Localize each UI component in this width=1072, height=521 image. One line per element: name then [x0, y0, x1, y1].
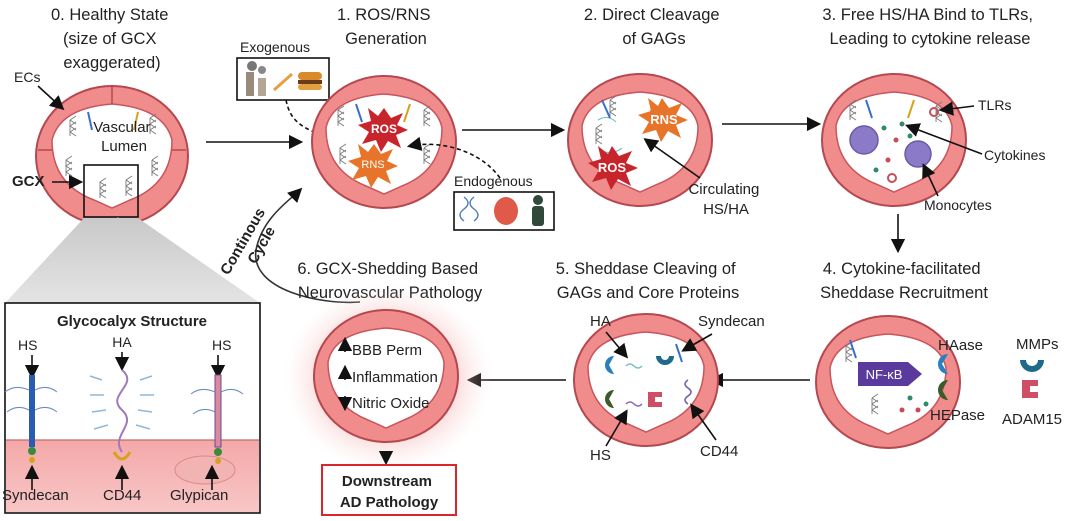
- monocyte-2: [904, 140, 932, 168]
- haase-label: HAase: [938, 337, 983, 354]
- monocyte-1: [849, 125, 879, 155]
- ecs-label: ECs: [14, 69, 40, 85]
- panel-3-tlr-binding: 3. Free HS/HA Bind to TLRs, Leading to c…: [821, 6, 1045, 213]
- endogenous-label: Endogenous: [454, 173, 533, 189]
- hepase-label: HEPase: [930, 407, 985, 424]
- cytokines-label: Cytokines: [984, 147, 1045, 163]
- hepase-icon: [938, 380, 948, 400]
- rns-label-1: RNS: [361, 159, 384, 171]
- tlr-receptor: [929, 107, 939, 117]
- effect-bbb-perm: BBB Perm: [352, 342, 422, 359]
- structure-hs-right-label: HS: [212, 337, 231, 353]
- panel-4-sheddase-recruitment: 4. Cytokine-facilitated Sheddase Recruit…: [815, 260, 1062, 449]
- effect-nitric-oxide: Nitric Oxide: [352, 395, 430, 412]
- panel-5-title: 5. Sheddase Cleaving of GAGs and Core Pr…: [556, 260, 740, 302]
- glycocalyx-structure-box: Glycocalyx Structure HS HA HS: [4, 302, 261, 514]
- rns-burst-2: [638, 98, 688, 142]
- glycocalyx-structure-title: Glycocalyx Structure: [57, 313, 207, 330]
- ros-label-2: ROS: [598, 160, 627, 175]
- rns-burst-1: [348, 144, 398, 188]
- ros-burst-2: [588, 146, 638, 190]
- panel-5-sheddase-cleaving: 5. Sheddase Cleaving of GAGs and Core Pr…: [556, 260, 765, 464]
- structure-cd44-label: CD44: [103, 487, 141, 504]
- adam15-label: ADAM15: [1002, 411, 1062, 428]
- cd44-label-5: CD44: [700, 443, 738, 460]
- mmps-icon: [1020, 360, 1044, 372]
- structure-syndecan-label: Syndecan: [2, 487, 69, 504]
- panel-6-pathology: 6. GCX-Shedding Based Neurovascular Path…: [284, 260, 492, 516]
- downstream-box: [321, 464, 457, 516]
- downstream-label: Downstream AD Pathology: [340, 473, 439, 511]
- vessel-0: [35, 85, 189, 227]
- exogenous-label: Exogenous: [240, 39, 310, 55]
- panel-1-title: 1. ROS/RNS Generation: [337, 6, 435, 48]
- tlrs-label: TLRs: [978, 97, 1011, 113]
- continuous-cycle-label: Continous Cycle: [217, 202, 286, 287]
- structure-ha-label: HA: [112, 334, 132, 350]
- adam15-cleaving-icon: [648, 392, 662, 407]
- ros-label-1: ROS: [371, 122, 397, 136]
- haase-cleaving-icon: [605, 356, 614, 374]
- mmps-label: MMPs: [1016, 336, 1059, 353]
- hepase-cleaving-icon: [605, 390, 614, 408]
- adam15-icon: [1022, 380, 1038, 398]
- haase-icon: [938, 354, 948, 374]
- monocytes-label: Monocytes: [924, 197, 992, 213]
- panel-0-title: 0. Healthy State (size of GCX exaggerate…: [51, 6, 173, 72]
- panel-2-direct-cleavage: 2. Direct Cleavage of GAGs RNS ROS Circu…: [567, 6, 763, 218]
- nfkb-arrow: [858, 362, 922, 386]
- nfkb-label: NF-κB: [866, 367, 903, 382]
- zoom-cone: [5, 218, 260, 303]
- panel-1-ros-rns-generation: 1. ROS/RNS Generation Exogenous ROS RNS …: [236, 6, 555, 231]
- panel-0-healthy-state: 0. Healthy State (size of GCX exaggerate…: [12, 6, 189, 262]
- panel-3-title: 3. Free HS/HA Bind to TLRs, Leading to c…: [822, 6, 1037, 48]
- structure-hs-left-label: HS: [18, 337, 37, 353]
- mmp-cleaving-icon: [656, 356, 674, 365]
- circulating-hs-ha-label: Circulating HS/HA: [688, 181, 763, 218]
- ha-label-5: HA: [590, 313, 611, 330]
- syndecan-label-5: Syndecan: [698, 313, 765, 330]
- vascular-lumen-label: Vascular Lumen: [93, 119, 154, 155]
- rns-label-2: RNS: [650, 112, 678, 127]
- structure-glypican-label: Glypican: [170, 487, 228, 504]
- panel-4-title: 4. Cytokine-facilitated Sheddase Recruit…: [820, 260, 988, 302]
- effect-inflammation: Inflammation: [352, 369, 438, 386]
- zoom-box: [83, 164, 139, 218]
- panel-2-title: 2. Direct Cleavage of GAGs: [584, 6, 724, 48]
- vessel-5: [573, 313, 719, 447]
- gcx-label: GCX: [12, 173, 45, 190]
- ros-burst-1: [358, 108, 408, 152]
- hs-label-5: HS: [590, 447, 611, 464]
